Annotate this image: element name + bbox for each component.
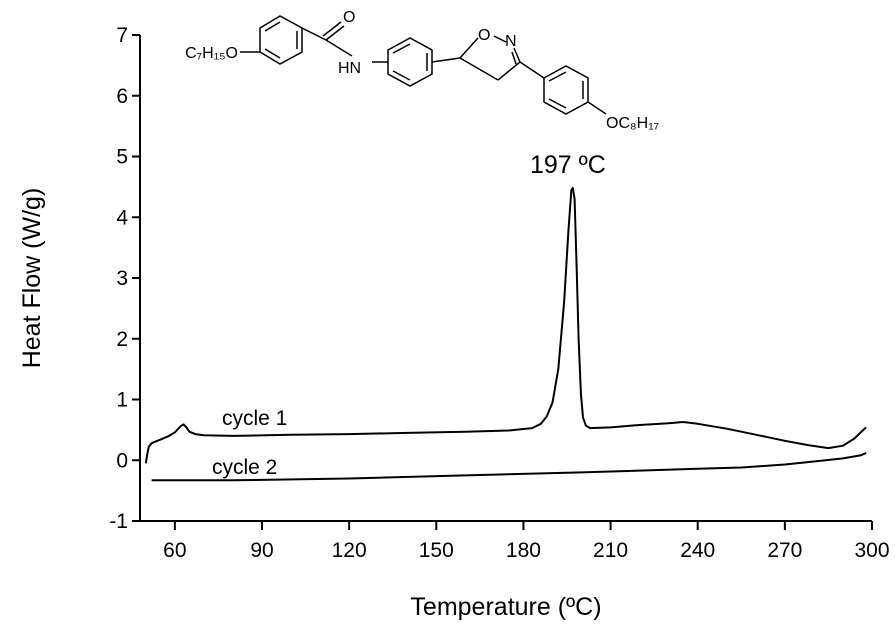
x-tick-label: 120 [332,539,367,562]
series-line-cycle-2 [151,452,867,482]
carbonyl-double-bond-b [322,21,342,37]
y-ticks: -1 0 1 2 3 4 5 6 7 [109,24,140,533]
x-tick-label: 270 [767,539,802,562]
peak-label: 197 ºC [530,151,606,179]
x-axis-title: Temperature (ºC) [410,593,601,621]
y-tick-label: 0 [116,449,128,472]
x-tick-label: 90 [250,539,273,562]
benzene-ring-middle [387,37,433,87]
y-tick-label: -1 [109,510,128,533]
x-tick-label: 180 [506,539,541,562]
bond-isoxazoline-ring [519,61,545,79]
series-line-cycle-1 [144,187,867,464]
bond-ring-isoxazoline [431,57,461,63]
x-ticks: 60 90 120 150 180 210 240 270 300 [163,521,890,562]
cycle-2-label: cycle 2 [212,456,277,479]
x-tick-label: 300 [854,539,889,562]
ring-oxygen-label: O [478,27,490,44]
bond-ring-carbonyl [301,27,327,41]
amide-nh-label: HN [338,60,361,77]
y-tick-label: 1 [116,389,128,412]
ring-nitrogen-label: N [505,33,517,50]
chemical-structure-labels: C₇H₁₅O O HN O N OC₈H₁₇ [185,9,659,132]
series-layer [144,187,867,482]
axes: -1 0 1 2 3 4 5 6 7 60 90 120 150 180 210 240 270 300 [109,24,889,562]
y-axis-title: Heat Flow (W/g) [18,188,46,369]
x-tick-label: 210 [593,539,628,562]
cycle-1-label: cycle 1 [222,407,287,430]
y-tick-label: 6 [116,85,128,108]
carbonyl-double-bond-a [325,25,345,41]
benzene-ring-right [543,65,589,115]
isoxazoline-ring [459,35,521,81]
chemical-structure [240,15,607,115]
x-tick-label: 60 [163,539,186,562]
y-tick-label: 7 [116,24,128,47]
y-tick-label: 2 [116,328,128,351]
x-tick-label: 240 [680,539,715,562]
left-tail-label: C₇H₁₅O [185,45,238,62]
bond-carbonyl-n [325,39,353,57]
amide-oxygen-label: O [343,9,355,26]
benzene-ring-left [259,15,303,65]
x-tick-label: 150 [419,539,454,562]
bond-ring-o [587,101,607,115]
y-tick-label: 3 [116,267,128,290]
y-tick-label: 5 [116,146,128,169]
right-tail-label: OC₈H₁₇ [606,115,659,132]
y-tick-label: 4 [116,206,128,229]
